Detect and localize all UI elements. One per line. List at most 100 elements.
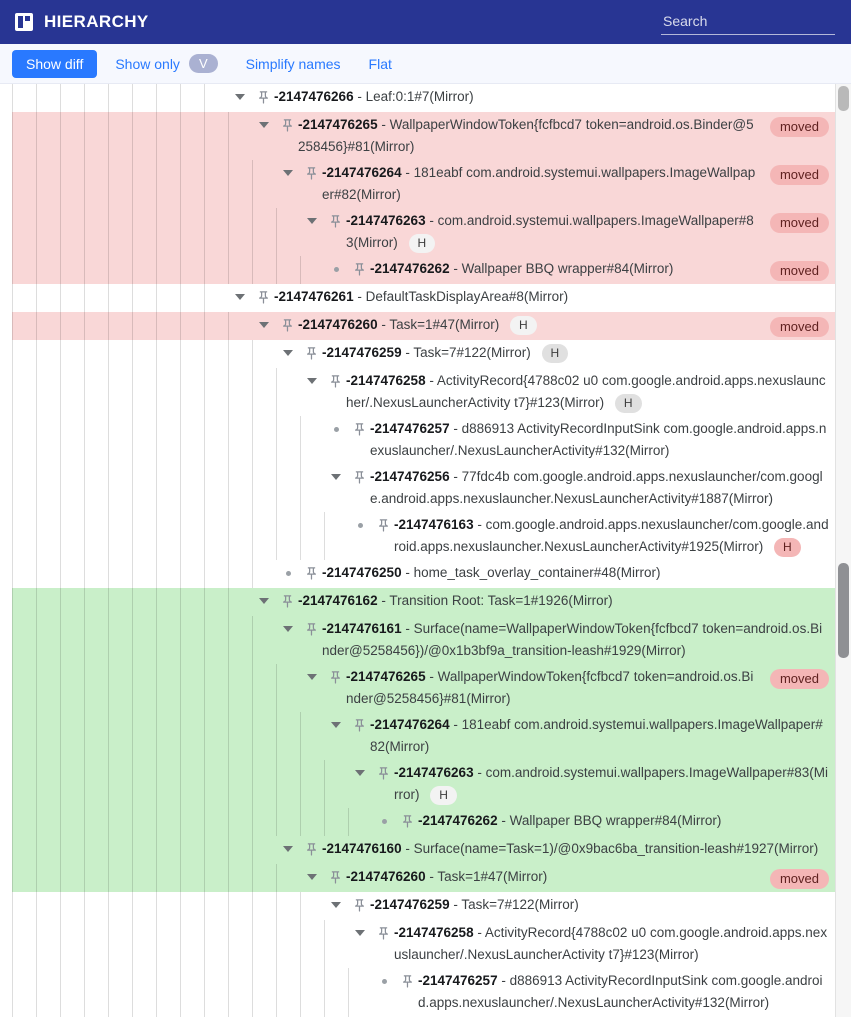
tree-node[interactable]: -2147476263 - com.android.systemui.wallp…: [12, 208, 835, 256]
show-only-chip[interactable]: V: [188, 54, 218, 73]
tree-node[interactable]: -2147476250 - home_task_overlay_containe…: [12, 560, 835, 588]
search-input[interactable]: [661, 9, 835, 35]
tree-node[interactable]: -2147476264 - 181eabf com.android.system…: [12, 712, 835, 760]
chevron-down-icon[interactable]: [228, 86, 252, 100]
tree-node[interactable]: -2147476259 - Task=7#122(Mirror): [12, 892, 835, 920]
bullet-icon: [324, 258, 348, 272]
chevron-down-icon[interactable]: [348, 922, 372, 936]
tree-node[interactable]: -2147476160 - Surface(name=Task=1)/@0x9b…: [12, 836, 835, 864]
pin-icon[interactable]: [348, 466, 370, 490]
node-description: - home_task_overlay_container#48(Mirror): [405, 565, 661, 580]
tree-node[interactable]: -2147476266 - Leaf:0:1#7(Mirror): [12, 84, 835, 112]
node-description: - Leaf:0:1#7(Mirror): [357, 89, 474, 104]
node-description: - WallpaperWindowToken{fcfbcd7 token=and…: [298, 117, 754, 154]
scrollbar-thumb[interactable]: [838, 563, 849, 658]
pin-icon[interactable]: [396, 970, 418, 994]
node-label: -2147476262 - Wallpaper BBQ wrapper#84(M…: [418, 810, 835, 832]
node-description: - ActivityRecord{4788c02 u0 com.google.a…: [394, 925, 828, 962]
chevron-down-icon[interactable]: [252, 314, 276, 328]
tree-node[interactable]: -2147476262 - Wallpaper BBQ wrapper#84(M…: [12, 808, 835, 836]
h-badge: H: [408, 234, 436, 253]
chevron-down-icon[interactable]: [276, 162, 300, 176]
show-only-button[interactable]: Show only V: [105, 48, 227, 79]
tree-node[interactable]: -2147476256 - 77fdc4b com.google.android…: [12, 464, 835, 512]
pin-icon[interactable]: [348, 258, 370, 282]
pin-icon[interactable]: [252, 286, 274, 310]
chevron-down-icon[interactable]: [324, 466, 348, 480]
chevron-down-icon[interactable]: [276, 342, 300, 356]
node-description: - 181eabf com.android.systemui.wallpaper…: [322, 165, 756, 202]
node-id: -2147476161: [322, 621, 402, 636]
scrollbar[interactable]: [835, 84, 851, 1017]
tree-node[interactable]: -2147476260 - Task=1#47(Mirror)moved: [12, 864, 835, 892]
tree-node[interactable]: -2147476264 - 181eabf com.android.system…: [12, 160, 835, 208]
pin-icon[interactable]: [276, 590, 298, 614]
node-id: -2147476265: [346, 669, 426, 684]
tree-node[interactable]: -2147476258 - ActivityRecord{4788c02 u0 …: [12, 368, 835, 416]
show-diff-button[interactable]: Show diff: [12, 49, 98, 78]
pin-icon[interactable]: [372, 514, 394, 538]
chevron-down-icon[interactable]: [252, 590, 276, 604]
tree-node[interactable]: -2147476261 - DefaultTaskDisplayArea#8(M…: [12, 284, 835, 312]
simplify-names-button[interactable]: Simplify names: [236, 50, 351, 78]
node-label: -2147476256 - 77fdc4b com.google.android…: [370, 466, 835, 510]
pin-icon[interactable]: [372, 922, 394, 946]
tree-node[interactable]: -2147476259 - Task=7#122(Mirror) H: [12, 340, 835, 368]
tree-node[interactable]: -2147476258 - ActivityRecord{4788c02 u0 …: [12, 920, 835, 968]
moved-badge: moved: [769, 869, 829, 889]
pin-icon[interactable]: [324, 370, 346, 394]
tree-node[interactable]: -2147476257 - d886913 ActivityRecordInpu…: [12, 968, 835, 1016]
flat-button[interactable]: Flat: [359, 50, 402, 78]
tree-node[interactable]: -2147476265 - WallpaperWindowToken{fcfbc…: [12, 112, 835, 160]
chevron-down-icon[interactable]: [300, 210, 324, 224]
node-id: -2147476163: [394, 517, 474, 532]
node-label: -2147476162 - Transition Root: Task=1#19…: [298, 590, 835, 612]
node-description: - Wallpaper BBQ wrapper#84(Mirror): [501, 813, 722, 828]
tree-node[interactable]: -2147476262 - Wallpaper BBQ wrapper#84(M…: [12, 256, 835, 284]
pin-icon[interactable]: [348, 418, 370, 442]
chevron-down-icon[interactable]: [276, 838, 300, 852]
pin-icon[interactable]: [348, 714, 370, 738]
chevron-down-icon[interactable]: [300, 370, 324, 384]
node-description: - com.android.systemui.wallpapers.ImageW…: [394, 765, 828, 802]
bullet-icon: [372, 810, 396, 824]
h-badge: H: [614, 394, 642, 413]
pin-icon[interactable]: [300, 342, 322, 366]
pin-icon[interactable]: [300, 838, 322, 862]
pin-icon[interactable]: [348, 894, 370, 918]
pin-icon[interactable]: [276, 314, 298, 338]
tree-node[interactable]: -2147476161 - Surface(name=WallpaperWind…: [12, 616, 835, 664]
tree-node[interactable]: -2147476263 - com.android.systemui.wallp…: [12, 760, 835, 808]
chevron-down-icon[interactable]: [300, 866, 324, 880]
pin-icon[interactable]: [324, 666, 346, 690]
chevron-down-icon[interactable]: [324, 714, 348, 728]
tree-node[interactable]: -2147476265 - WallpaperWindowToken{fcfbc…: [12, 664, 835, 712]
chevron-down-icon[interactable]: [252, 114, 276, 128]
pin-icon[interactable]: [396, 810, 418, 834]
tree-node[interactable]: -2147476163 - com.google.android.apps.ne…: [12, 512, 835, 560]
chevron-down-icon[interactable]: [228, 286, 252, 300]
tree-node[interactable]: -2147476162 - Transition Root: Task=1#19…: [12, 588, 835, 616]
chevron-down-icon[interactable]: [300, 666, 324, 680]
pin-icon[interactable]: [300, 162, 322, 186]
pin-icon[interactable]: [300, 562, 322, 586]
node-id: -2147476266: [274, 89, 354, 104]
pin-icon[interactable]: [276, 114, 298, 138]
node-description: - Surface(name=WallpaperWindowToken{fcfb…: [322, 621, 823, 658]
pin-icon[interactable]: [372, 762, 394, 786]
pin-icon[interactable]: [252, 86, 274, 110]
chevron-down-icon[interactable]: [348, 762, 372, 776]
node-id: -2147476259: [370, 897, 450, 912]
tree-node[interactable]: -2147476257 - d886913 ActivityRecordInpu…: [12, 416, 835, 464]
node-label: -2147476258 - ActivityRecord{4788c02 u0 …: [346, 370, 835, 414]
scrollbar-thumb-outer[interactable]: [838, 86, 849, 111]
chevron-down-icon[interactable]: [324, 894, 348, 908]
node-label: -2147476261 - DefaultTaskDisplayArea#8(M…: [274, 286, 835, 308]
pin-icon[interactable]: [324, 866, 346, 890]
pin-icon[interactable]: [300, 618, 322, 642]
show-only-label: Show only: [115, 55, 180, 72]
node-label: -2147476263 - com.android.systemui.wallp…: [394, 762, 835, 806]
chevron-down-icon[interactable]: [276, 618, 300, 632]
pin-icon[interactable]: [324, 210, 346, 234]
